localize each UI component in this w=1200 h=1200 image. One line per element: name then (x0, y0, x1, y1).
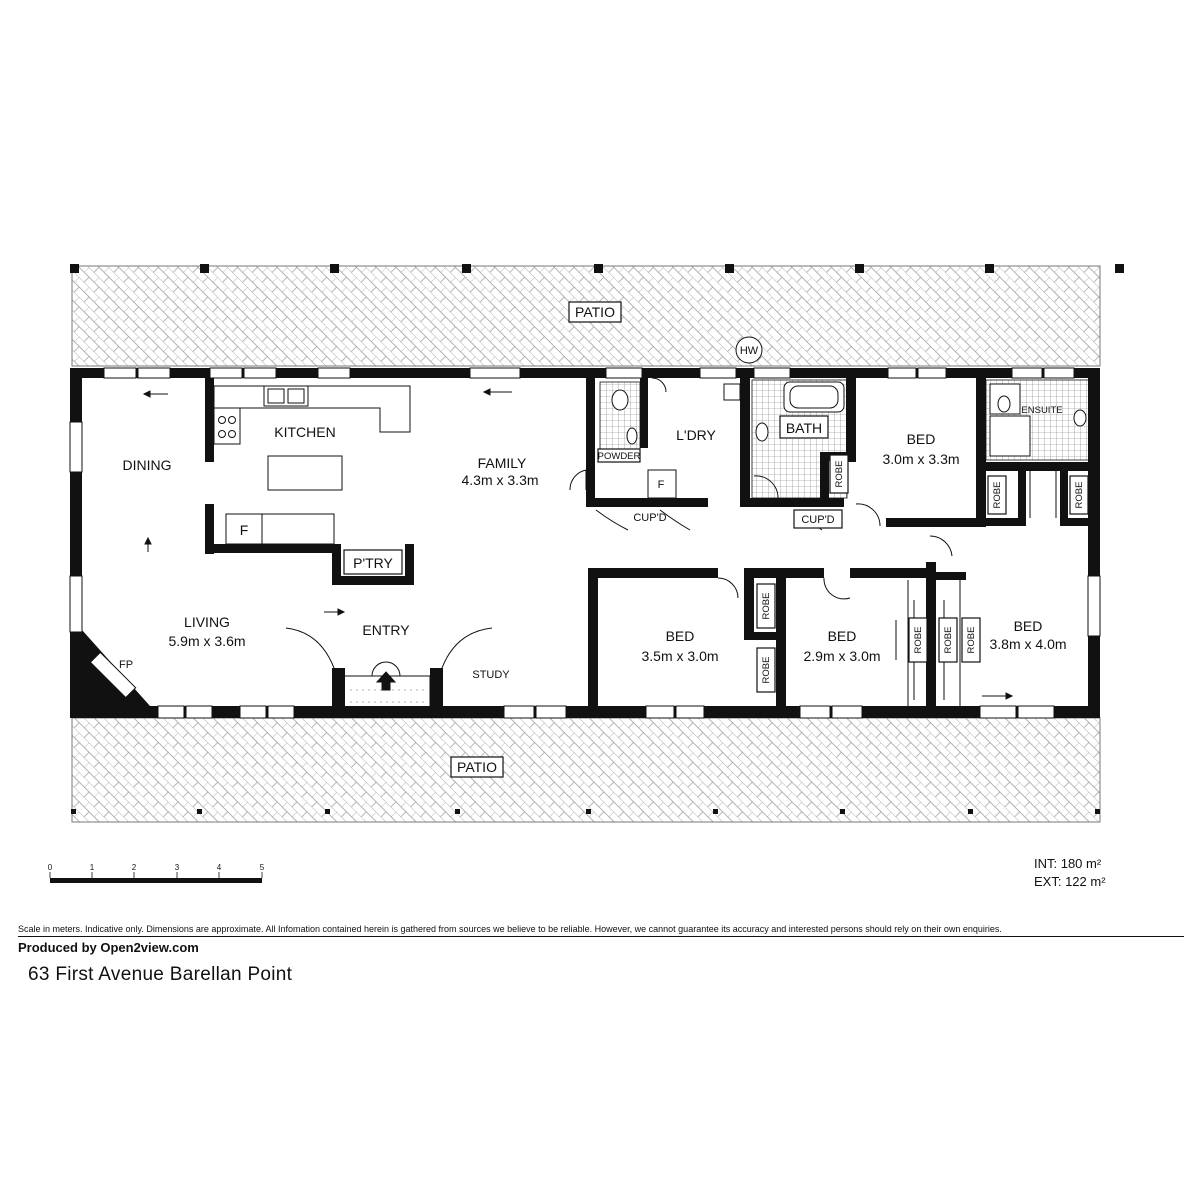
hot-water-unit (735, 336, 763, 364)
kitchen-label: KITCHEN (274, 424, 335, 440)
robe-bed2a-label: ROBE (761, 593, 772, 620)
cupboard-hall-label: CUP'D (801, 514, 834, 526)
robe-bed3-label: ROBE (913, 627, 924, 654)
internal-area: INT: 180 m² (1034, 856, 1102, 871)
producer-credit: Produced by Open2view.com (18, 940, 199, 955)
patio-posts (70, 264, 1124, 814)
scale-tick-0: 0 (48, 863, 53, 872)
family-dimensions: 4.3m x 3.3m (461, 472, 538, 488)
cupboard-laundry-label: CUP'D (633, 512, 666, 524)
bed4-label: BED (1014, 618, 1043, 634)
study-label: STUDY (472, 669, 510, 681)
robe-bed2b-label: ROBE (761, 657, 772, 684)
pantry-label: P'TRY (353, 555, 393, 571)
wet-fixtures (611, 381, 1087, 499)
bath-label: BATH (786, 420, 822, 436)
robe-ensuite-a-label: ROBE (992, 482, 1003, 509)
external-area: EXT: 122 m² (1034, 874, 1106, 889)
living-dimensions: 5.9m x 3.6m (168, 633, 245, 649)
scale-tick-3: 3 (175, 863, 180, 872)
patio-top-label: PATIO (575, 304, 615, 320)
patio-bottom (71, 717, 1101, 823)
robe-bed1-label: ROBE (834, 461, 845, 488)
scale-tick-2: 2 (132, 863, 137, 872)
ensuite-label: ENSUITE (1021, 405, 1062, 416)
bed3-dimensions: 2.9m x 3.0m (803, 648, 880, 664)
windows (69, 367, 1101, 719)
hot-water-label: HW (740, 345, 759, 357)
bed2-dimensions: 3.5m x 3.0m (641, 648, 718, 664)
scale-tick-4: 4 (217, 863, 222, 872)
scale-tick-5: 5 (260, 863, 265, 872)
direction-arrows (142, 388, 1014, 700)
bed4-dimensions: 3.8m x 4.0m (989, 636, 1066, 652)
living-label: LIVING (184, 614, 230, 630)
bed3-label: BED (828, 628, 857, 644)
kitchen-fixtures (213, 385, 411, 545)
interior-walls (205, 378, 1094, 708)
powder-label: POWDER (598, 451, 641, 462)
kitchen-island (267, 455, 343, 491)
robe-bed4a-label: ROBE (943, 627, 954, 654)
scale-bar: 0 1 2 3 4 5 (48, 863, 265, 883)
robe-ensuite-b-label: ROBE (1074, 482, 1085, 509)
patio-bottom-label: PATIO (457, 759, 497, 775)
bed1-label: BED (907, 431, 936, 447)
bed2-label: BED (666, 628, 695, 644)
scale-tick-1: 1 (90, 863, 95, 872)
disclaimer-text: Scale in meters. Indicative only. Dimens… (18, 924, 1184, 937)
robe-bed4b-label: ROBE (966, 627, 977, 654)
fireplace (82, 630, 150, 706)
bed1-dimensions: 3.0m x 3.3m (882, 451, 959, 467)
property-address: 63 First Avenue Barellan Point (28, 964, 293, 985)
dining-label: DINING (123, 457, 172, 473)
laundry-label: L'DRY (676, 427, 716, 443)
fireplace-label: FP (119, 659, 133, 671)
family-label: FAMILY (478, 455, 527, 471)
entry-label: ENTRY (362, 622, 410, 638)
laundry-fridge-label: F (658, 479, 665, 491)
kitchen-fridge-label: F (240, 522, 249, 538)
